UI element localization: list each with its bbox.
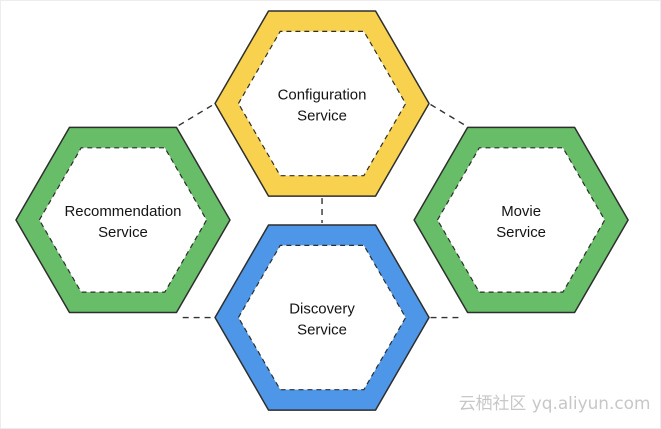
configuration-label-line2: Service [297, 107, 347, 124]
discovery-hexagon-inner [237, 244, 407, 391]
node-discovery-service: Discovery Service [214, 224, 430, 411]
connector-configuration-movie [430, 103, 466, 127]
discovery-label-line2: Service [297, 321, 347, 338]
node-recommendation-service: Recommendation Service [15, 126, 231, 314]
recommendation-label-line1: Recommendation [64, 203, 181, 220]
movie-hexagon-inner [436, 147, 606, 293]
configuration-hexagon-inner [237, 30, 407, 177]
node-configuration-service: Configuration Service [214, 10, 430, 197]
watermark-text: 云栖社区 yq.aliyun.com [459, 393, 651, 413]
configuration-label-line1: Configuration [278, 87, 367, 104]
discovery-label-line1: Discovery [289, 301, 355, 318]
recommendation-label-line2: Service [98, 224, 148, 241]
recommendation-hexagon-inner [38, 147, 208, 293]
movie-label-line2: Service [496, 224, 546, 241]
movie-label-line1: Movie [501, 203, 541, 220]
connector-recommendation-configuration [178, 103, 214, 127]
node-movie-service: Movie Service [413, 126, 629, 314]
